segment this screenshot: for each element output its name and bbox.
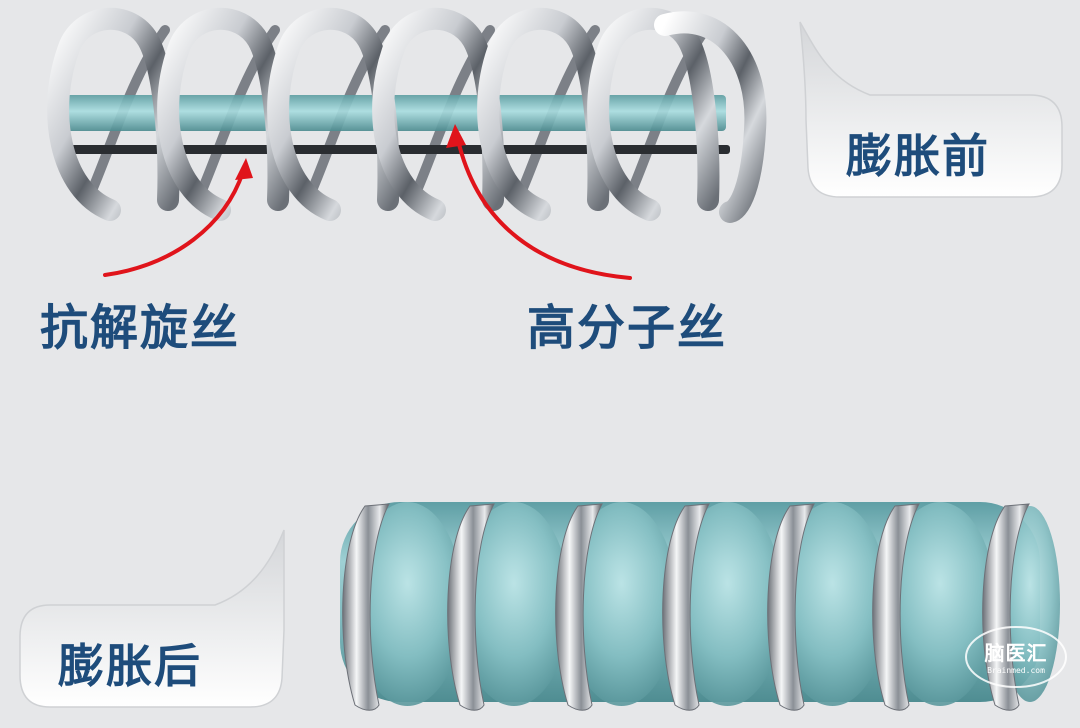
bubble-after-shape: [19, 529, 285, 708]
polymer-bulge: [565, 502, 678, 706]
watermark-subtext: Brainmed.com: [987, 666, 1045, 675]
coil-band: [342, 503, 390, 711]
label-polymer-wire: 高分子丝: [527, 300, 728, 356]
arrow-anti-spiral: [103, 170, 245, 277]
polymer-bulge: [351, 502, 464, 706]
coil-after-expansion: [340, 502, 1060, 711]
arrow-polymer-head: [446, 124, 466, 148]
arrow-anti-spiral-head: [235, 158, 253, 180]
coil-band: [982, 503, 1030, 711]
coil-band: [767, 503, 815, 711]
coil-band: [447, 503, 495, 711]
arrows: [103, 124, 632, 280]
watermark-text: 脑医汇: [984, 641, 1048, 665]
watermark-badge: [965, 626, 1067, 688]
label-anti-spiral-wire: 抗解旋丝: [40, 300, 241, 356]
coil-band: [662, 503, 710, 711]
label-before-expansion: 膨胀前: [846, 129, 990, 183]
polymer-bulge: [776, 502, 889, 706]
polymer-bulge: [1000, 506, 1060, 702]
polymer-bulges: [351, 502, 1060, 706]
coil-end-loop: [654, 11, 767, 223]
coil-front-strands: [47, 7, 767, 223]
polymer-bulge: [458, 502, 570, 706]
label-after-expansion: 膨胀后: [58, 639, 202, 693]
coil-band: [555, 503, 603, 711]
coil-front-loop: [587, 7, 720, 221]
coil-after-loops: [342, 503, 1030, 711]
coil-before-expansion: [47, 7, 767, 223]
coil-band: [872, 503, 920, 711]
polymer-bulge: [884, 502, 996, 706]
bubble-before-shape: [799, 21, 1063, 198]
polymer-bulge: [671, 502, 784, 706]
watermark: 脑医汇 Brainmed.com: [966, 626, 1066, 688]
arrow-polymer: [456, 138, 632, 280]
